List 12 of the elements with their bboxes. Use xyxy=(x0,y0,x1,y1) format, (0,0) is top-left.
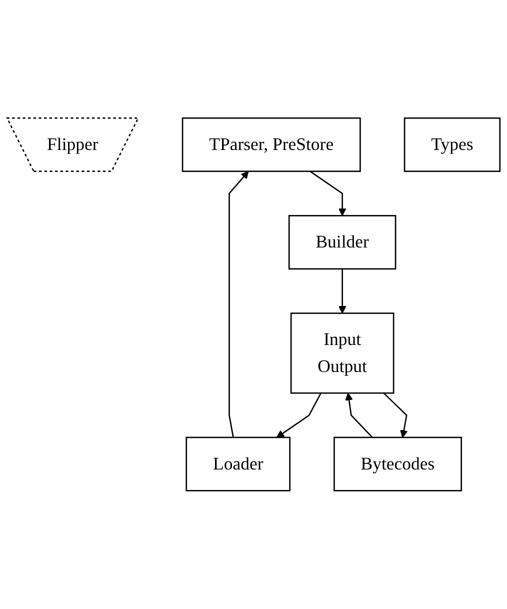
arrow xyxy=(338,269,346,314)
arrow xyxy=(228,171,249,438)
arrow xyxy=(310,170,346,216)
node-box: Bytecodes xyxy=(334,436,462,492)
arrow xyxy=(383,392,408,438)
arrow xyxy=(345,392,373,438)
node-box: Types xyxy=(404,118,501,172)
node-box: TParser, PreStore xyxy=(182,118,361,172)
node-box: Builder xyxy=(288,215,396,270)
node-box: Input Output xyxy=(290,312,394,394)
node-box: Loader xyxy=(186,436,290,492)
arrow xyxy=(276,392,322,438)
